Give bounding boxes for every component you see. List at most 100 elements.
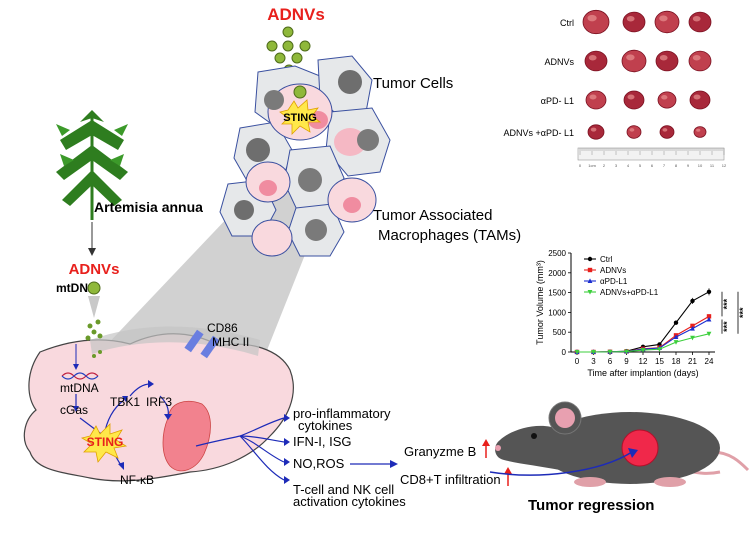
tumor-photo [657, 91, 677, 109]
mtdna-top-label: mtDNA [56, 281, 97, 295]
tumor-photo [582, 9, 610, 35]
data-point [690, 326, 695, 331]
x-tick-label: 9 [624, 357, 629, 366]
granzyme-label: Granyzme B [404, 444, 476, 459]
output-tcell-line2: activation cytokines [293, 494, 406, 509]
photo-row-label: ADNVs [544, 57, 574, 67]
tam-label-line1: Tumor Associated [373, 207, 493, 224]
y-axis-label: Tumor Volume (mm³) [535, 260, 545, 345]
mouse-target-arrow [489, 451, 633, 476]
ruler-tick-label: 1cm [588, 163, 596, 168]
ruler-tick-label: 7 [663, 163, 666, 168]
x-tick-label: 15 [655, 357, 664, 366]
data-point [591, 350, 596, 355]
data-point [624, 349, 629, 355]
x-tick-label: 12 [639, 357, 648, 366]
cd8-label: CD8+T infiltration [400, 472, 501, 487]
ruler-tick-label: 9 [687, 163, 690, 168]
data-point [640, 348, 646, 353]
x-tick-label: 18 [672, 357, 681, 366]
significance-label: *** [738, 307, 748, 318]
cgas-label: cGas [60, 403, 88, 417]
output-cytokines-line2: cytokines [298, 418, 353, 433]
mtdna-fragments [85, 319, 103, 358]
ruler-tick-label: 3 [615, 163, 618, 168]
receptor-icon [184, 329, 220, 359]
data-point [706, 289, 712, 295]
tumor-photo [621, 49, 647, 73]
tumor-photo [659, 125, 675, 139]
data-point [673, 320, 679, 325]
mouse-icon [495, 401, 750, 487]
x-tick-label: 3 [591, 357, 596, 366]
x-tick-label: 6 [608, 357, 613, 366]
data-point [657, 347, 662, 352]
ruler-tick-label: 5 [639, 163, 642, 168]
plant-label: Artemisia annua [94, 199, 203, 215]
tumor-photo [654, 10, 680, 34]
data-point [587, 278, 593, 283]
output-no-ros: NO,ROS [293, 456, 345, 471]
ruler-tick-label: 2 [603, 163, 606, 168]
data-point [574, 350, 580, 355]
x-axis-label: Time after implantion (days) [587, 368, 698, 378]
tumor-photo [688, 50, 712, 72]
adnvs-top-label: ADNVs [267, 5, 325, 24]
y-tick-label: 500 [553, 328, 567, 337]
photo-row-label: αPD- L1 [541, 96, 574, 106]
up-arrow-icon-2 [504, 467, 512, 486]
output-tcell-line1: T-cell and NK cell [293, 482, 394, 497]
tumor-photo [688, 11, 712, 33]
data-point [587, 290, 593, 295]
tumor-photo [584, 50, 608, 72]
legend-label: ADNVs+αPD-L1 [600, 288, 659, 297]
data-point [587, 267, 593, 273]
tumor-photo [623, 90, 645, 110]
adnv-vesicle-icon [87, 281, 101, 295]
data-point [690, 298, 695, 304]
up-arrow-icon [482, 439, 490, 458]
ruler-tick-label: 8 [675, 163, 678, 168]
sting-burst-top [279, 99, 322, 135]
x-tick-label: 0 [575, 357, 580, 366]
nucleus [162, 401, 211, 472]
sting-burst-cell [80, 423, 128, 463]
data-point [673, 340, 679, 345]
data-point [607, 349, 613, 355]
tumor-photo [622, 11, 646, 33]
y-tick-label: 2500 [548, 249, 566, 258]
small-cone [88, 296, 100, 318]
data-point [587, 256, 593, 262]
ruler-tick-label: 4 [627, 163, 630, 168]
nfkb-label: NF-κB [120, 473, 154, 487]
tumor-photo [689, 90, 711, 110]
artemisia-plant-icon [56, 110, 128, 220]
regression-label: Tumor regression [528, 497, 654, 514]
ruler-tick-label: 12 [722, 163, 727, 168]
tam-label-line2: Macrophages (TAMs) [378, 227, 521, 244]
y-tick-label: 1000 [548, 308, 566, 317]
y-tick-label: 1500 [548, 289, 566, 298]
data-point [690, 335, 695, 341]
photo-row-label: ADNVs +αPD- L1 [504, 128, 574, 138]
y-tick-label: 0 [562, 348, 567, 357]
sting-cell-label: STING [87, 435, 124, 449]
series-line [577, 291, 710, 353]
legend-label: αPD-L1 [600, 277, 628, 286]
output-arrows [195, 417, 285, 481]
data-point [706, 316, 712, 322]
x-tick-label: 21 [688, 357, 697, 366]
significance-label: *** [722, 321, 732, 332]
data-point [706, 331, 712, 337]
tumor-cell-cluster [219, 55, 391, 257]
legend-label: Ctrl [600, 255, 613, 264]
significance-label: *** [722, 298, 732, 309]
tumor-photo [626, 125, 642, 139]
tumor-photo [655, 50, 679, 72]
data-point [706, 314, 712, 319]
mtdna-helix-icon [61, 372, 99, 380]
tumor-cells-label: Tumor Cells [373, 75, 453, 92]
